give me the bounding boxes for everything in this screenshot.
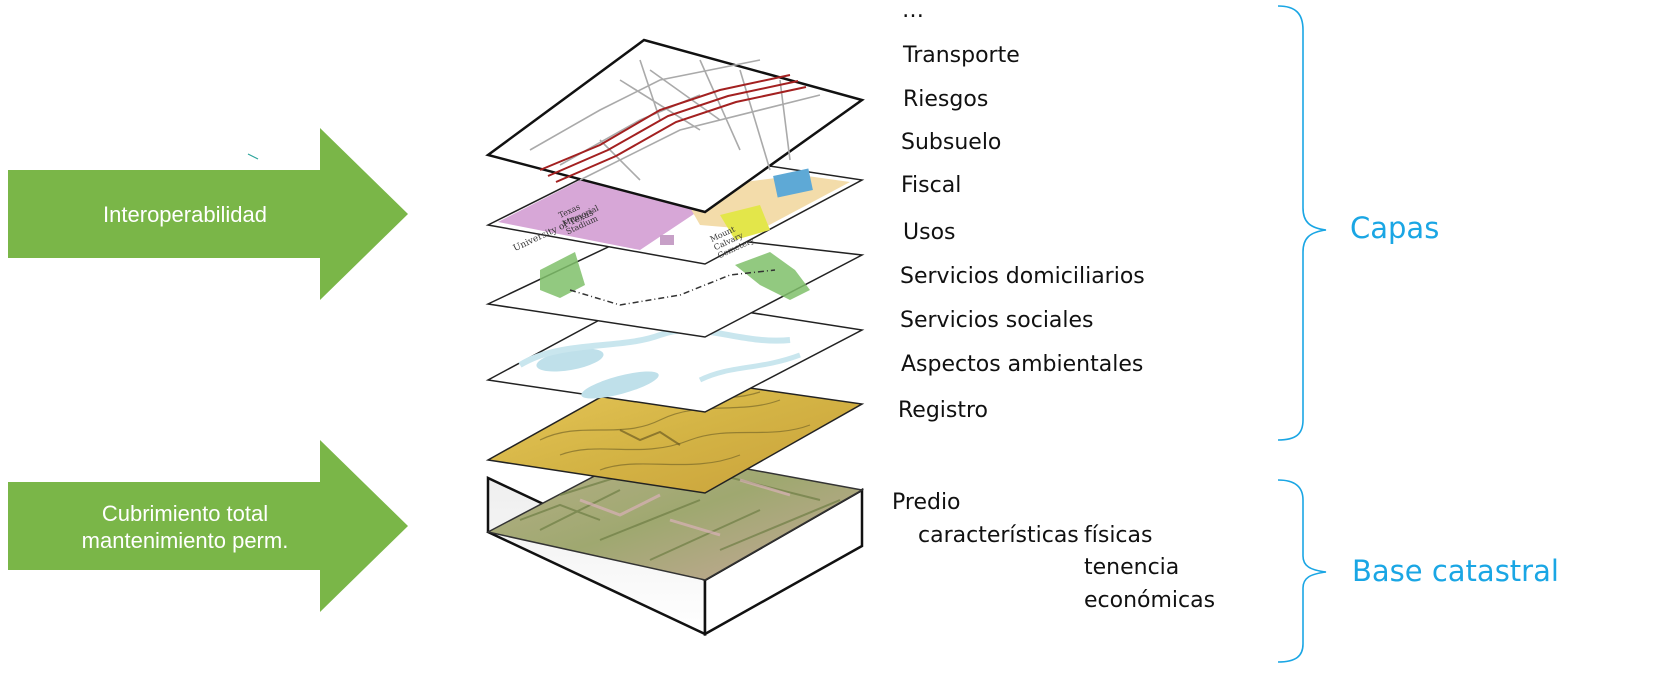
environmental-layer [485,295,865,413]
base-catastral-brace [1277,479,1327,663]
transport-layer [485,38,865,214]
interoperability-arrow [8,128,408,300]
layer-label-fiscal: Fiscal [901,173,962,198]
capas-label: Capas [1350,211,1440,245]
coverage-arrow [8,440,408,612]
layers-ellipsis: … [902,0,924,23]
orthophoto-layer [485,449,865,581]
layer-label-registro: Registro [898,398,989,423]
layer-label-subsuelo: Subsuelo [901,130,1002,155]
coverage-label-line1: Cubrimiento total [101,501,269,526]
predio-label: Predio [892,490,961,515]
base-cadastral-box [485,449,865,637]
fisicas-label: físicas [1084,523,1153,548]
coverage-label-line2: mantenimiento perm. [81,528,289,553]
social-services-layer [485,229,865,338]
layer-label-aspectos-ambientales: Aspectos ambientales [901,352,1144,377]
base-catastral-label: Base catastral [1352,554,1559,588]
economicas-label: económicas [1084,588,1216,613]
small-dash-mark [247,153,259,160]
layer-label-servicios-domiciliarios: Servicios domiciliarios [900,264,1145,289]
capas-brace [1277,5,1327,441]
interoperability-label: Interoperabilidad [103,202,267,227]
terrain-layer [485,372,865,494]
caracteristicas-label: características [918,523,1079,548]
layer-label-servicios-sociales: Servicios sociales [900,308,1094,333]
tenencia-label: tenencia [1084,555,1180,580]
layer-label-usos: Usos [903,220,956,245]
layer-label-transporte: Transporte [903,43,1020,68]
layer-label-riesgos: Riesgos [903,87,989,112]
